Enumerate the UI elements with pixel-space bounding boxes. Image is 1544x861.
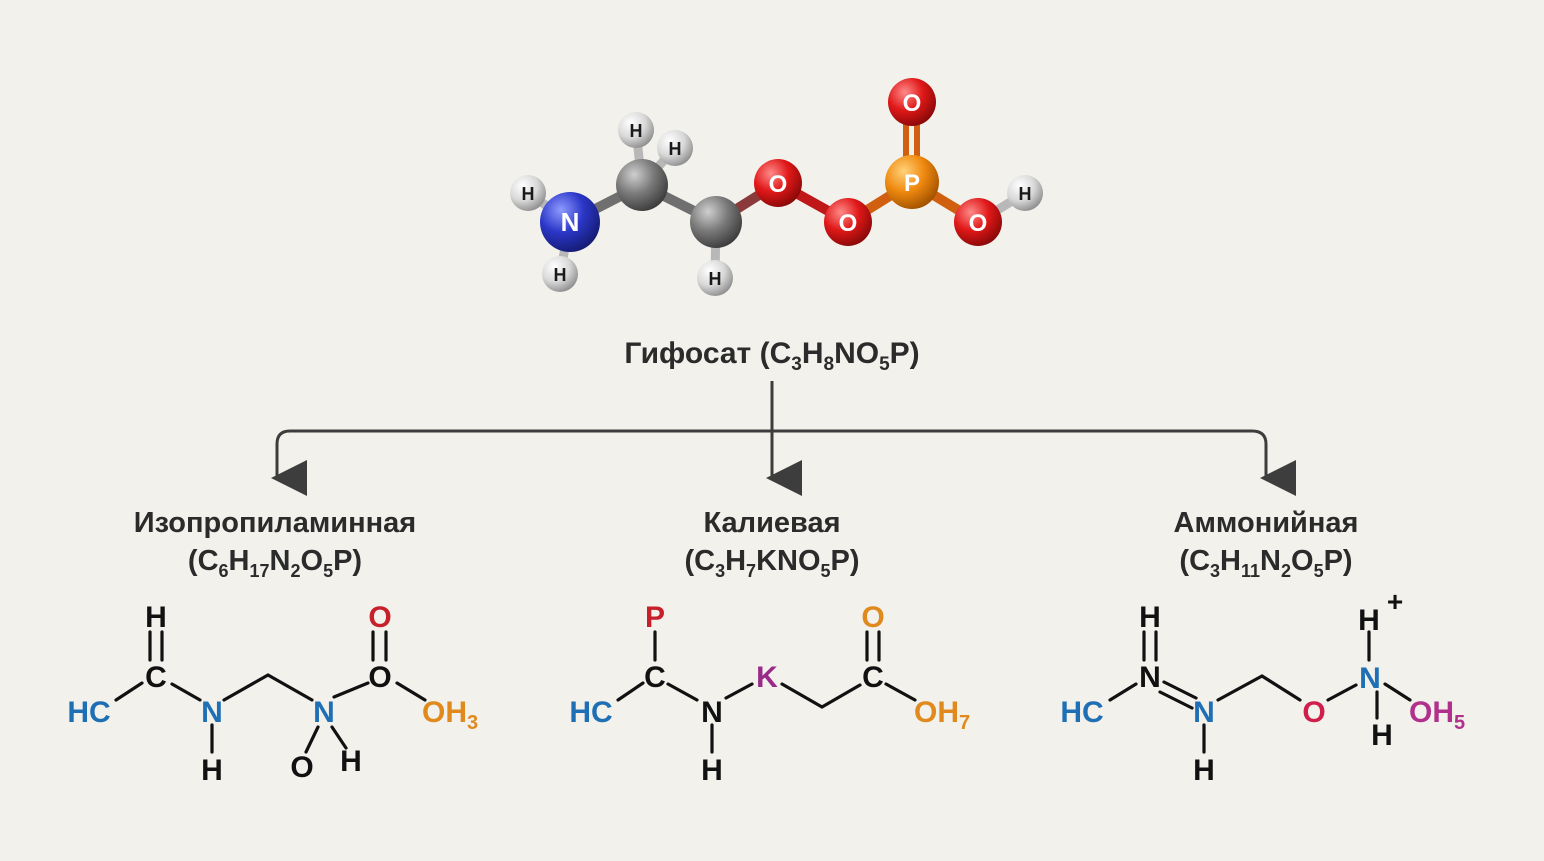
s3-n1: N (1139, 661, 1161, 694)
s3-h-top: H (1139, 601, 1161, 634)
s2-k: K (756, 661, 778, 694)
s1-n1: N (201, 696, 223, 729)
atom-h-n2-label: H (554, 265, 567, 285)
salt-2-name: Калиевая (703, 507, 840, 539)
s3-n2: N (1193, 696, 1215, 729)
atom-h-n2: H (542, 256, 578, 292)
atom-h-o: H (1007, 175, 1043, 211)
molecule-3d: N H H H H H O (510, 78, 1043, 296)
s2-n: N (701, 696, 723, 729)
s2-o-top: O (861, 601, 884, 634)
s2-h-n: H (701, 754, 723, 787)
atom-o2: O (824, 198, 872, 246)
salt-3-formula: (C3H11N2O5P) (1179, 545, 1352, 581)
atom-o-top-label: O (903, 90, 922, 117)
parent-name: Гифосат (624, 337, 751, 370)
atom-o1: O (754, 159, 802, 207)
atom-c1 (616, 159, 668, 211)
s1-o-top: O (368, 601, 391, 634)
s3-h-n2: H (1193, 754, 1215, 787)
parent-label: Гифосат (C3H8NO5P) (624, 337, 919, 375)
atom-h-c2: H (697, 260, 733, 296)
s1-h-n1: H (201, 754, 223, 787)
s3-plus: + (1387, 586, 1403, 617)
atom-h-n1: H (510, 175, 546, 211)
structure-ammonium: H N HC N H O H + N H OH5 (1060, 586, 1465, 787)
s1-h-top: H (145, 601, 167, 634)
s1-n2: N (313, 696, 335, 729)
salt-1-formula: (C6H17N2O5P) (188, 545, 362, 581)
s2-c1: C (644, 661, 666, 694)
s1-h-n2: H (340, 745, 362, 778)
s1-c: C (145, 661, 167, 694)
s3-h-n3: H (1371, 719, 1393, 752)
salt-3-name: Аммонийная (1174, 507, 1359, 539)
s3-o: O (1302, 696, 1325, 729)
structure-3-bonds (1108, 630, 1412, 754)
atom-n-label: N (561, 207, 580, 237)
arrow-left (271, 429, 772, 496)
salt-2-formula: (C3H7KNO5P) (684, 545, 859, 581)
s1-hc: HC (67, 696, 110, 729)
atom-p-label: P (904, 170, 920, 197)
atom-h-c1b: H (657, 130, 693, 166)
s3-h-top2: H (1358, 604, 1380, 637)
atom-h-c2-label: H (709, 269, 722, 289)
s3-hc: HC (1060, 696, 1103, 729)
atom-h-c1a-label: H (630, 121, 643, 141)
atom-h-c1b-label: H (669, 139, 682, 159)
s1-o-n2: O (290, 751, 313, 784)
s2-hc: HC (569, 696, 612, 729)
s2-oh: OH7 (914, 696, 970, 734)
atom-o1-label: O (769, 171, 788, 198)
atom-o-right: O (954, 198, 1002, 246)
atom-o-right-label: O (969, 210, 988, 237)
s1-o-mid: O (368, 661, 391, 694)
s2-p: P (645, 601, 665, 634)
s2-c2: C (862, 661, 884, 694)
s1-oh: OH3 (422, 696, 478, 734)
atom-h-o-label: H (1019, 184, 1032, 204)
arrow-right (772, 429, 1296, 496)
atom-p: P (885, 155, 939, 209)
atom-n: N (540, 192, 600, 252)
structure-isopropylamine: H C HC N H N O H O O OH3 (67, 601, 478, 787)
structure-potassium: P C HC N H K C O OH7 (569, 601, 970, 787)
structure-1-bonds (114, 630, 427, 754)
structure-2-bonds (616, 630, 917, 754)
atom-c2 (690, 196, 742, 248)
branch-arrows (271, 381, 1296, 496)
s3-oh: OH5 (1409, 696, 1465, 734)
atom-h-c1a: H (618, 112, 654, 148)
atom-o2-label: O (839, 210, 858, 237)
atom-h-n1-label: H (522, 184, 535, 204)
atom-o-top: O (888, 78, 936, 126)
salt-1-name: Изопропиламинная (134, 507, 416, 539)
s3-n3: N (1359, 662, 1381, 695)
